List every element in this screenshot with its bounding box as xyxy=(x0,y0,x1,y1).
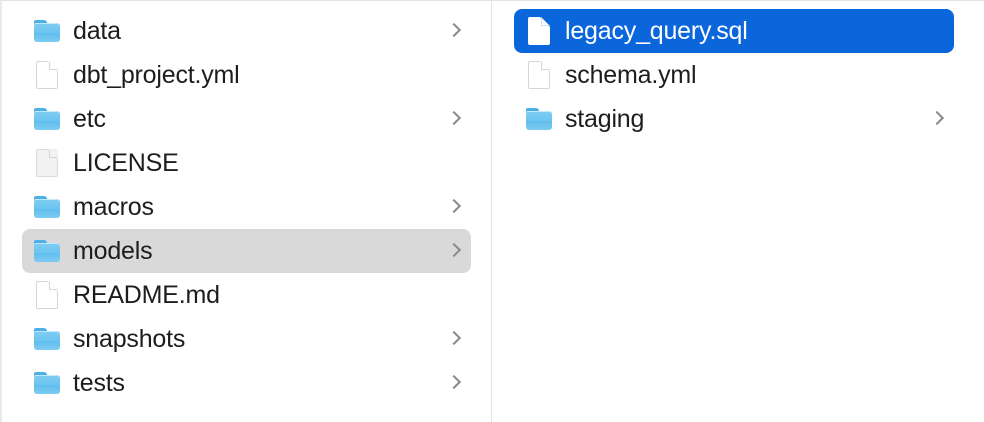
file-row[interactable]: LICENSE xyxy=(22,141,471,185)
file-row[interactable]: README.md xyxy=(22,273,471,317)
folder-icon xyxy=(34,108,60,130)
row-icon-slot xyxy=(33,192,61,222)
folder-row[interactable]: models xyxy=(22,229,471,273)
row-label: models xyxy=(73,237,153,265)
document-icon xyxy=(36,149,58,177)
chevron-right-icon[interactable] xyxy=(447,241,461,261)
folder-icon xyxy=(34,196,60,218)
document-icon xyxy=(36,61,58,89)
folder-icon xyxy=(526,108,552,130)
row-label: legacy_query.sql xyxy=(565,17,748,45)
folder-row[interactable]: etc xyxy=(22,97,471,141)
row-icon-slot xyxy=(525,16,553,46)
chevron-right-icon[interactable] xyxy=(447,21,461,41)
file-row[interactable]: dbt_project.yml xyxy=(22,53,471,97)
row-icon-slot xyxy=(33,16,61,46)
row-icon-slot xyxy=(33,368,61,398)
folder-row[interactable]: macros xyxy=(22,185,471,229)
row-icon-slot xyxy=(33,280,61,310)
document-icon xyxy=(528,17,550,45)
file-row[interactable]: schema.yml xyxy=(514,53,954,97)
row-label: staging xyxy=(565,105,645,133)
row-label: dbt_project.yml xyxy=(73,61,240,89)
row-label: macros xyxy=(73,193,154,221)
row-label: LICENSE xyxy=(73,149,179,177)
row-label: tests xyxy=(73,369,125,397)
chevron-right-icon[interactable] xyxy=(447,329,461,349)
row-icon-slot xyxy=(33,104,61,134)
row-label: snapshots xyxy=(73,325,186,353)
document-icon xyxy=(528,61,550,89)
row-icon-slot xyxy=(525,104,553,134)
row-icon-slot xyxy=(33,236,61,266)
finder-column-child[interactable]: legacy_query.sql schema.yml staging xyxy=(492,1,984,422)
folder-row[interactable]: tests xyxy=(22,361,471,405)
row-label: data xyxy=(73,17,121,45)
row-icon-slot xyxy=(33,148,61,178)
document-icon xyxy=(36,281,58,309)
folder-row[interactable]: data xyxy=(22,9,471,53)
chevron-right-icon[interactable] xyxy=(447,197,461,217)
folder-icon xyxy=(34,372,60,394)
folder-row[interactable]: staging xyxy=(514,97,954,141)
row-icon-slot xyxy=(33,60,61,90)
folder-icon xyxy=(34,328,60,350)
file-row[interactable]: legacy_query.sql xyxy=(514,9,954,53)
chevron-right-icon[interactable] xyxy=(930,109,944,129)
chevron-right-icon[interactable] xyxy=(447,109,461,129)
row-icon-slot xyxy=(33,324,61,354)
chevron-right-icon[interactable] xyxy=(447,373,461,393)
folder-icon xyxy=(34,240,60,262)
row-label: README.md xyxy=(73,281,220,309)
folder-row[interactable]: snapshots xyxy=(22,317,471,361)
folder-icon xyxy=(34,20,60,42)
row-label: schema.yml xyxy=(565,61,697,89)
row-icon-slot xyxy=(525,60,553,90)
row-label: etc xyxy=(73,105,106,133)
